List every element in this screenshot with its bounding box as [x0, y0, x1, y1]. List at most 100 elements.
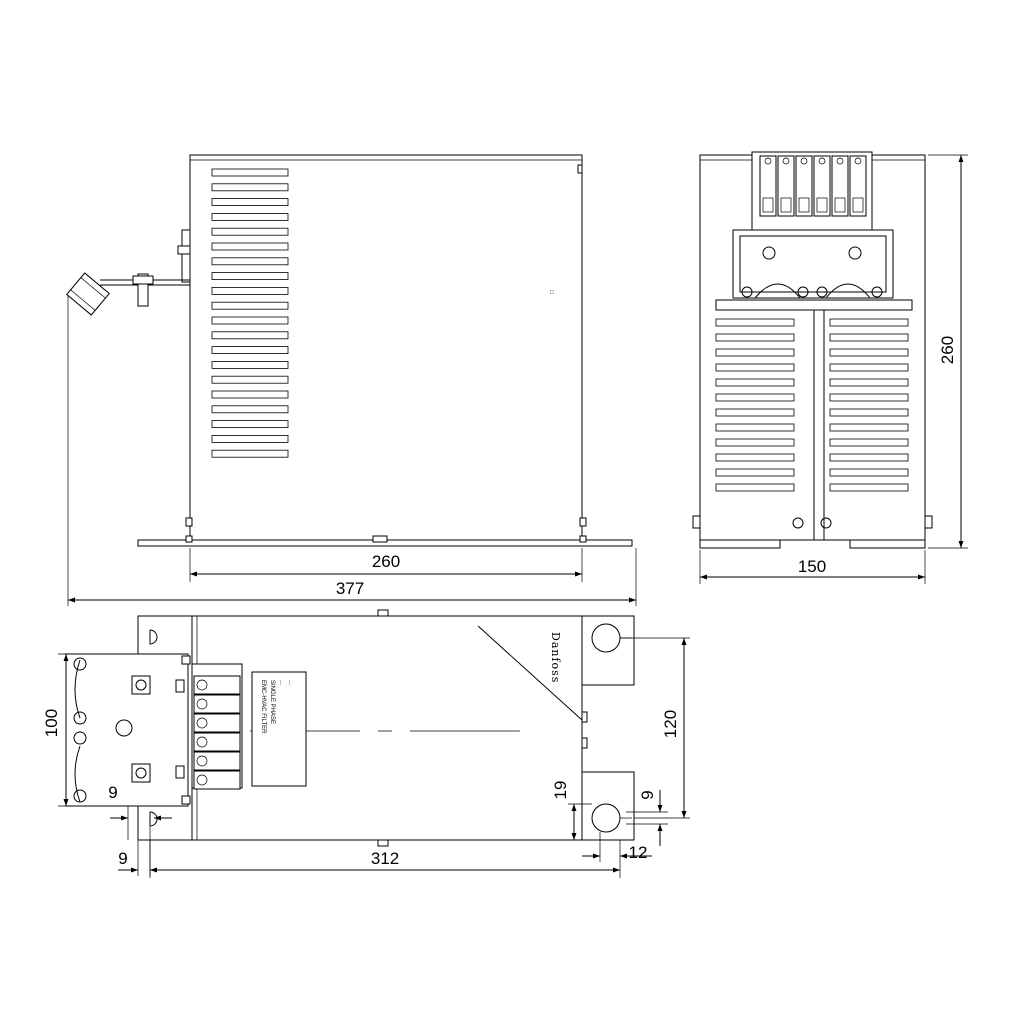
vent-slot — [829, 408, 909, 417]
dimension-overall-length: 377 — [67, 295, 637, 606]
terminal — [193, 770, 241, 790]
svg-text:EMC-HVAC FILTER: EMC-HVAC FILTER — [260, 680, 266, 734]
svg-text:SINGLE PHASE: SINGLE PHASE — [269, 680, 275, 724]
terminal-screw — [196, 717, 208, 729]
vent-slot — [829, 363, 909, 372]
terminal — [193, 694, 241, 714]
dim-label: 100 — [42, 709, 61, 737]
vent-slot — [829, 483, 909, 492]
dimension-slot-width-bottom: 9 — [118, 840, 151, 876]
front-vent-slots-right — [829, 318, 909, 492]
vent-slot — [211, 346, 289, 355]
front-view — [692, 151, 933, 549]
front-vent-slots-left — [715, 318, 795, 492]
vent-slot — [211, 272, 289, 281]
terminal-screw — [196, 698, 208, 710]
dimension-edge-offset: 12 — [582, 832, 652, 862]
dimension-slot-width-left: 9 — [108, 783, 172, 840]
vent-slot — [211, 183, 289, 192]
dim-label: 9 — [118, 849, 127, 868]
vent-slot — [829, 468, 909, 477]
svg-text:□: □ — [550, 290, 554, 296]
svg-text:...: ... — [287, 680, 293, 685]
terminal-screw — [836, 157, 844, 165]
terminal-clamp — [780, 197, 792, 213]
vent-slot — [211, 168, 289, 177]
dimension-depth: 100 — [42, 653, 88, 807]
vent-slot — [829, 378, 909, 387]
vent-slot — [715, 468, 795, 477]
terminal — [193, 675, 241, 695]
vent-slot — [829, 348, 909, 357]
vent-slot — [715, 393, 795, 402]
vent-slot — [715, 363, 795, 372]
vent-slot — [715, 333, 795, 342]
terminal — [777, 155, 795, 217]
dim-label: 12 — [629, 843, 648, 862]
terminal-strip — [191, 663, 243, 790]
cable-clamp-top — [65, 653, 191, 807]
terminal-screw — [196, 755, 208, 767]
terminal-block — [715, 151, 913, 311]
terminal — [193, 732, 241, 752]
vent-slot — [211, 449, 289, 458]
vent-slot — [211, 212, 289, 221]
terminal-screw — [782, 157, 790, 165]
dimension-slot-spacing: 120 — [620, 637, 690, 819]
brand-label: Danfoss — [549, 632, 562, 683]
terminal-screw — [818, 157, 826, 165]
terminal-clamp — [798, 197, 810, 213]
top-view: Danfoss EMC-HVAC FILTER SINGLE PHASE ...… — [65, 609, 635, 847]
vent-slot — [829, 393, 909, 402]
dim-label: 19 — [551, 781, 570, 800]
vent-slot — [211, 405, 289, 414]
vent-slot — [829, 438, 909, 447]
vent-slot — [715, 378, 795, 387]
terminal — [831, 155, 849, 217]
vent-slot — [715, 408, 795, 417]
rating-label: EMC-HVAC FILTER SINGLE PHASE ... ... — [251, 671, 307, 787]
terminal-screw — [196, 679, 208, 691]
dim-label: 9 — [638, 790, 657, 799]
terminal-screw — [764, 157, 772, 165]
vent-slot — [715, 483, 795, 492]
vent-slot — [829, 333, 909, 342]
dimension-slot-width-right: 9 — [626, 790, 668, 846]
dim-label: 377 — [336, 579, 364, 598]
dim-label: 260 — [938, 336, 957, 364]
vent-slot — [715, 438, 795, 447]
vent-slot — [211, 360, 289, 369]
vent-slot — [211, 434, 289, 443]
vent-slot — [829, 423, 909, 432]
terminal — [759, 155, 777, 217]
terminal-screw — [800, 157, 808, 165]
dimension-hole-pitch: 312 — [149, 826, 621, 878]
vent-slot — [211, 331, 289, 340]
vent-slot — [211, 375, 289, 384]
vent-slot — [715, 348, 795, 357]
vent-slot — [211, 286, 289, 295]
vent-slot — [211, 242, 289, 251]
dimension-side-width: 260 — [189, 548, 583, 582]
terminal-screw — [196, 774, 208, 786]
dimension-front-width: 150 — [699, 550, 926, 584]
terminal — [193, 713, 241, 733]
vent-slot — [211, 420, 289, 429]
dimension-slot-length: 19 — [551, 781, 592, 841]
vent-slot — [211, 390, 289, 399]
vent-slot — [211, 301, 289, 310]
vent-slot — [211, 257, 289, 266]
vent-slot — [715, 453, 795, 462]
dim-label: 260 — [372, 552, 400, 571]
terminal — [813, 155, 831, 217]
dim-label: 120 — [661, 710, 680, 738]
vent-slot — [211, 316, 289, 325]
vent-slot — [829, 318, 909, 327]
terminal — [193, 751, 241, 771]
cable-clamp-bracket — [66, 229, 191, 316]
dimension-height: 260 — [928, 154, 968, 549]
terminal-clamp — [762, 197, 774, 213]
vent-slot — [211, 198, 289, 207]
terminal — [795, 155, 813, 217]
